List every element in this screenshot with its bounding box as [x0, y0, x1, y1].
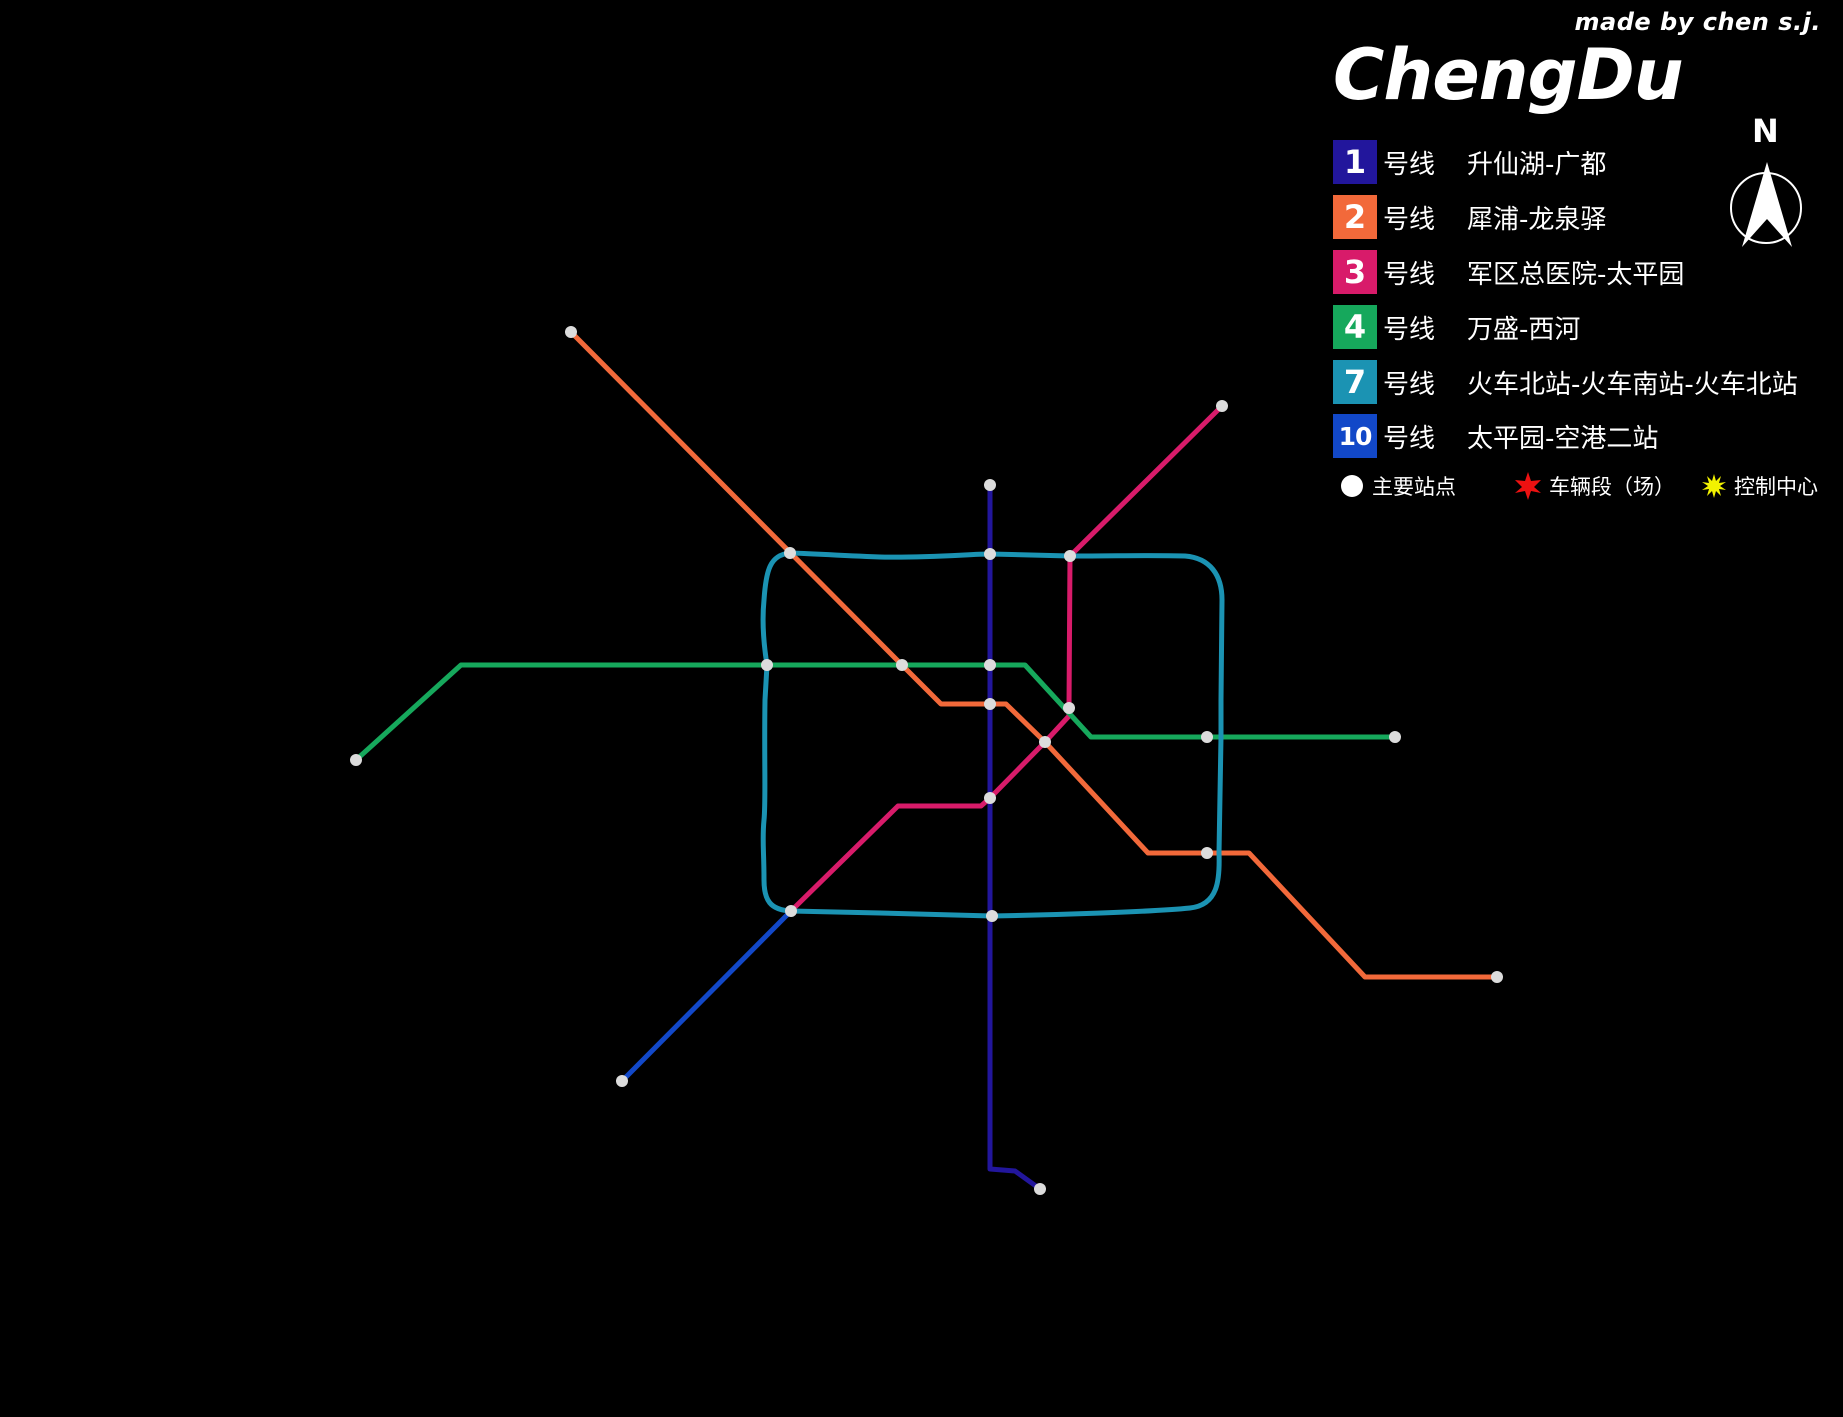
legend-row-line-3: 3 号线 军区总医院-太平园: [1333, 250, 1684, 294]
station-dot: [761, 659, 773, 671]
station-dot: [1063, 702, 1075, 714]
symbol-label: 控制中心: [1734, 475, 1818, 499]
station-dot: [565, 326, 577, 338]
legend-row-line-7: 7 号线 火车北站-火车南站-火车北站: [1333, 360, 1798, 404]
map-title: ChengDu: [1333, 34, 1684, 116]
line-terminals: 太平园-空港二站: [1467, 423, 1659, 454]
legend-row-line-2: 2 号线 犀浦-龙泉驿: [1333, 195, 1606, 239]
line-suffix: 号线: [1383, 149, 1436, 180]
station-dot: [984, 479, 996, 491]
north-arrow-icon: [1730, 162, 1802, 247]
station-dot: [1064, 550, 1076, 562]
symbol-legend: 主要站点 车辆段（场） 控制中心: [1340, 470, 1840, 502]
symbol-control-center: 控制中心: [1702, 470, 1818, 502]
line-badge: 4: [1333, 305, 1377, 349]
line-suffix: 号线: [1383, 259, 1436, 290]
line-badge: 7: [1333, 360, 1377, 404]
station-dot: [1034, 1183, 1046, 1195]
station-dot: [784, 547, 796, 559]
station-dot: [896, 659, 908, 671]
legend-row-line-4: 4 号线 万盛-西河: [1333, 305, 1580, 349]
symbol-label: 车辆段（场）: [1549, 475, 1675, 499]
line-3-route: [789, 404, 1224, 913]
line-suffix: 号线: [1383, 423, 1436, 454]
station-dot: [984, 792, 996, 804]
legend-row-line-1: 1 号线 升仙湖-广都: [1333, 140, 1606, 184]
line-4-route: [354, 662, 1395, 762]
line-suffix: 号线: [1383, 369, 1436, 400]
line-terminals: 万盛-西河: [1467, 314, 1581, 345]
station-dot: [350, 754, 362, 766]
author-credit: made by chen s.j.: [1574, 8, 1821, 36]
line-terminals: 犀浦-龙泉驿: [1467, 204, 1607, 235]
line-terminals: 火车北站-火车南站-火车北站: [1467, 369, 1798, 400]
depot-star-icon: [1515, 472, 1541, 500]
metro-routes: [354, 330, 1497, 1192]
station-dot: [1201, 847, 1213, 859]
station-dot: [1039, 736, 1051, 748]
station-dot: [1389, 731, 1401, 743]
station-dot: [984, 659, 996, 671]
north-label: N: [1752, 112, 1779, 150]
station-dots: [350, 326, 1503, 1195]
line-10-route: [620, 909, 793, 1083]
station-dot: [1201, 731, 1213, 743]
line-suffix: 号线: [1383, 314, 1436, 345]
station-dot: [785, 905, 797, 917]
line-badge: 2: [1333, 195, 1377, 239]
legend-row-line-10: 10 号线 太平园-空港二站: [1333, 414, 1658, 458]
station-dot: [984, 548, 996, 560]
station-dot: [984, 698, 996, 710]
station-dot-icon: [1341, 475, 1363, 497]
symbol-depot: 车辆段（场）: [1515, 470, 1675, 502]
station-dot: [986, 910, 998, 922]
station-dot: [1491, 971, 1503, 983]
line-terminals: 升仙湖-广都: [1467, 149, 1607, 180]
line-badge: 10: [1333, 414, 1377, 458]
line-suffix: 号线: [1383, 204, 1436, 235]
symbol-label: 主要站点: [1372, 475, 1456, 499]
line-badge: 3: [1333, 250, 1377, 294]
station-dot: [1216, 400, 1228, 412]
symbol-station: 主要站点: [1340, 470, 1456, 502]
station-dot: [616, 1075, 628, 1087]
line-1-route: [987, 485, 1042, 1192]
line-badge: 1: [1333, 140, 1377, 184]
control-center-burst-icon: [1702, 474, 1726, 498]
line-terminals: 军区总医院-太平园: [1467, 259, 1685, 290]
